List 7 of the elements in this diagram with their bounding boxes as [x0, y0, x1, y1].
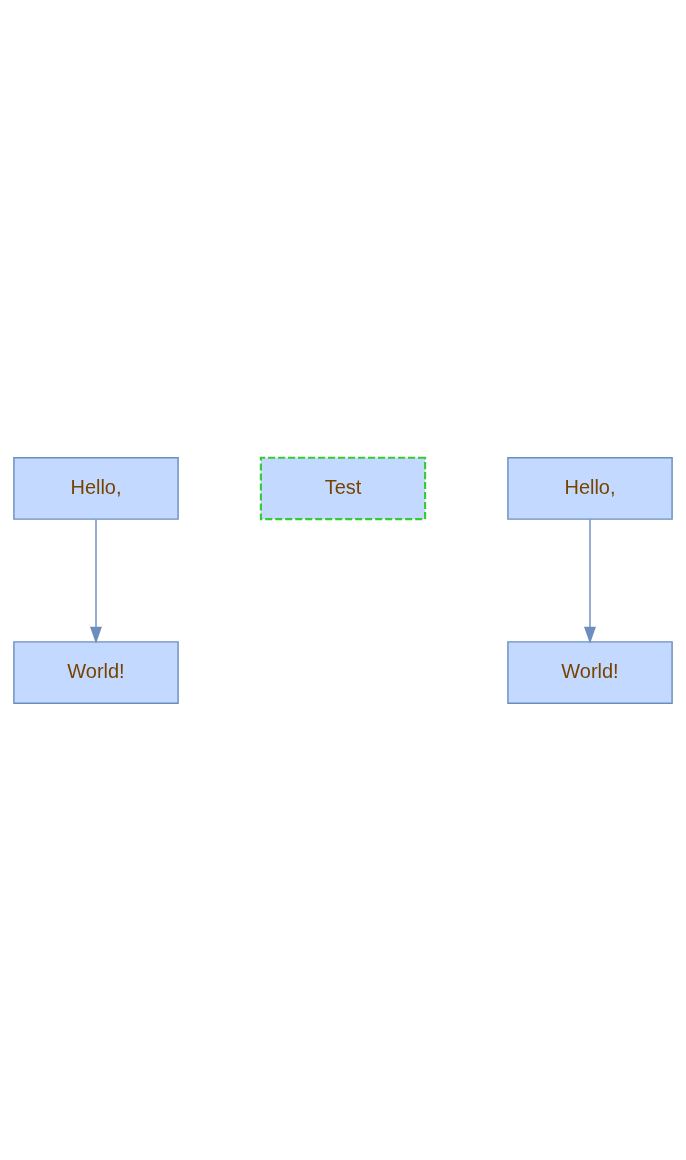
node-box: Hello,: [507, 456, 673, 520]
node-box: Test: [259, 456, 427, 520]
node-box: World!: [507, 640, 673, 704]
arrow: [90, 518, 102, 644]
arrow: [584, 518, 596, 644]
node-box: Hello,: [13, 456, 179, 520]
node-box: World!: [13, 640, 179, 704]
